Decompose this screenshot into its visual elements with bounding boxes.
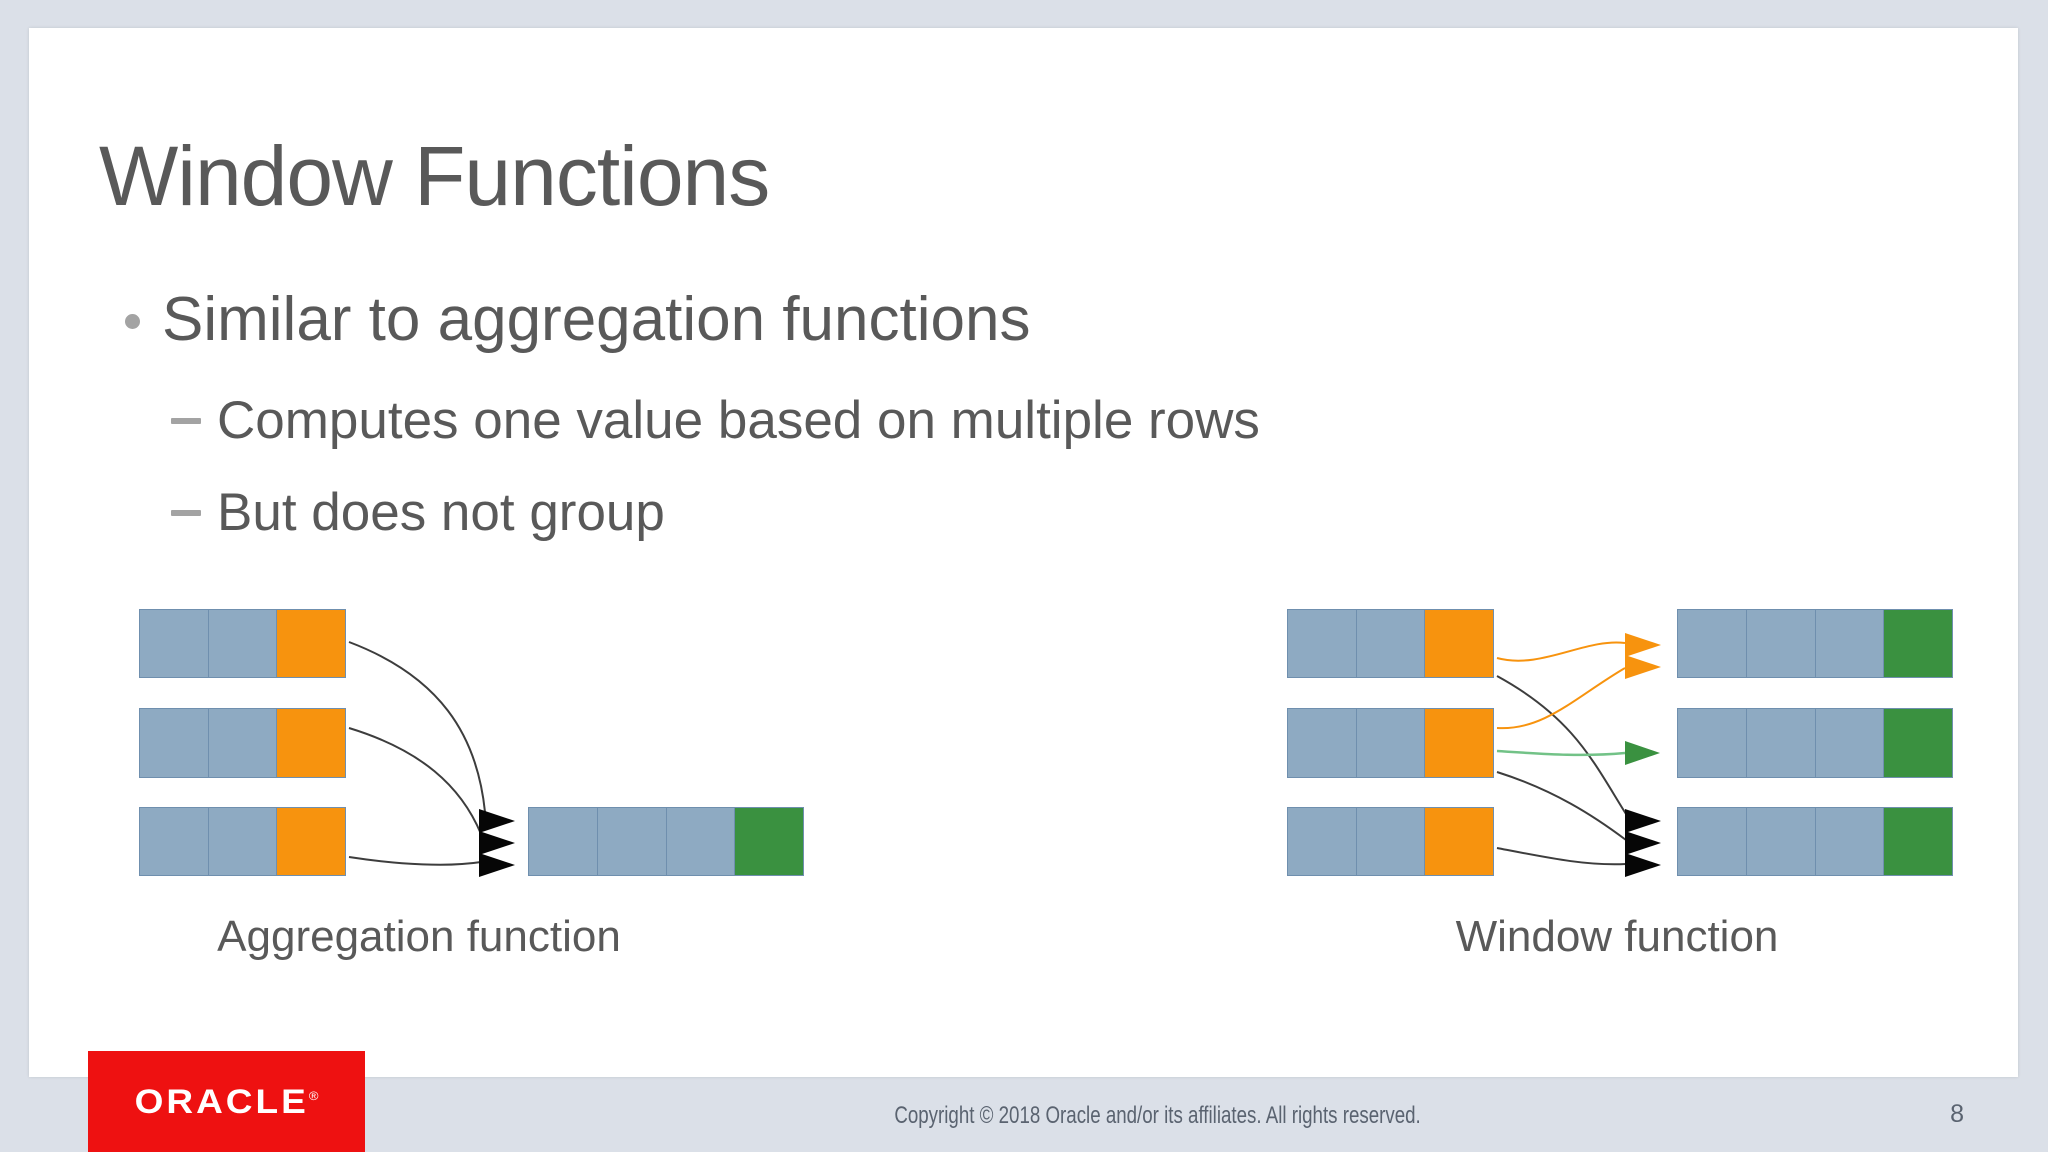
table-row [1287,708,1494,778]
row-cell-blue [529,808,598,875]
dash-bullet-icon [171,418,201,424]
registered-mark: ® [308,1088,319,1103]
row-cell-green [1884,709,1952,777]
sub-bullet-text: Computes one value based on multiple row… [217,391,1260,450]
table-row [139,609,346,678]
dash-bullet-icon [171,510,201,516]
bullet-text: Similar to aggregation functions [162,285,1031,354]
row-cell-blue [1288,610,1357,677]
row-cell-blue [1288,709,1357,777]
row-cell-blue [666,808,736,875]
row-cell-blue [1288,808,1357,875]
curve-arrow-line [1496,749,1626,757]
row-cell-blue [1678,709,1747,777]
curve-arrow-line [348,727,482,835]
row-cell-blue [208,808,278,875]
arrowhead-black-icon [1625,853,1661,877]
row-cell-blue [1815,610,1885,677]
page-number: 8 [1950,1100,1964,1128]
oracle-logo-text: ORACLE® [134,1082,319,1120]
row-cell-blue [1746,610,1816,677]
curve-arrow-line [1496,771,1627,841]
row-cell-green [735,808,803,875]
bullet-item: Similar to aggregation functions [125,284,1030,355]
result-row [1677,708,1953,778]
oracle-logo: ORACLE® [88,1051,365,1152]
row-cell-blue [1678,808,1747,875]
row-cell-orange [277,709,346,777]
row-cell-orange [277,808,346,875]
result-row [1677,609,1953,678]
table-row [139,708,346,778]
table-row [1287,807,1494,876]
row-cell-blue [1746,709,1816,777]
sub-bullet-text: But does not group [217,483,665,542]
copyright-text: Copyright © 2018 Oracle and/or its affil… [894,1102,1421,1129]
row-cell-blue [208,610,278,677]
arrowhead-black-icon [1625,809,1661,833]
row-cell-blue [1815,808,1885,875]
arrowhead-black-icon [1625,831,1661,855]
row-cell-orange [277,610,346,677]
diagram-label-window: Window function [1455,912,1779,961]
arrowhead-orange-icon [1625,655,1661,679]
arrowhead-orange-icon [1625,633,1661,657]
row-cell-blue [1356,709,1426,777]
row-cell-orange [1425,709,1494,777]
arrowhead-black-icon [479,853,515,877]
curve-arrow-line [348,856,482,866]
slide-body: Window Functions Similar to aggregation … [29,28,2018,1077]
row-cell-blue [597,808,667,875]
page-title: Window Functions [99,129,770,223]
row-cell-orange [1425,610,1494,677]
row-cell-blue [1746,808,1816,875]
bullet-dot-icon [125,314,140,329]
diagram-label-aggregation: Aggregation function [217,912,621,961]
arrowhead-black-icon [479,809,515,833]
curve-arrow-line [1496,667,1626,730]
row-cell-blue [140,709,209,777]
table-row [139,807,346,876]
sub-bullet-item: Computes one value based on multiple row… [171,390,1260,451]
curve-arrow-line [1496,847,1627,866]
result-row [528,807,804,876]
arrowhead-green-icon [1625,741,1660,765]
row-cell-blue [1815,709,1885,777]
curve-arrow-line [348,641,486,813]
row-cell-blue [1678,610,1747,677]
row-cell-blue [140,610,209,677]
table-row [1287,609,1494,678]
row-cell-green [1884,808,1952,875]
curve-arrow-line [1496,675,1627,815]
row-cell-blue [208,709,278,777]
sub-bullet-item: But does not group [171,482,665,543]
row-cell-blue [140,808,209,875]
row-cell-blue [1356,808,1426,875]
row-cell-orange [1425,808,1494,875]
arrowhead-black-icon [479,831,515,855]
row-cell-blue [1356,610,1426,677]
curve-arrow-line [1496,641,1626,662]
result-row [1677,807,1953,876]
row-cell-green [1884,610,1952,677]
